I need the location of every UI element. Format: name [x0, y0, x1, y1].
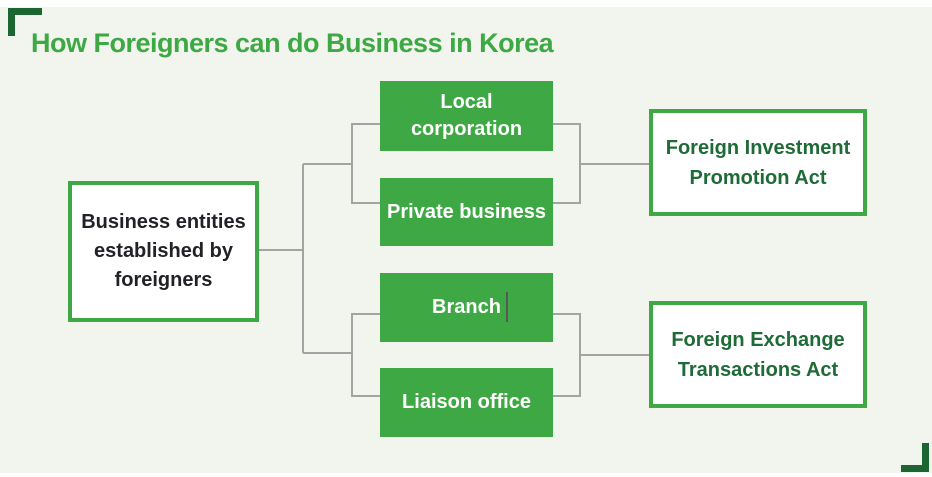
- text-cursor: [506, 292, 508, 322]
- corner-bracket-top-left-icon: [8, 8, 42, 36]
- page-title: How Foreigners can do Business in Korea: [31, 28, 554, 58]
- business-entities-box: Business entities established by foreign…: [68, 181, 259, 322]
- private-business-box: Private business: [380, 178, 553, 246]
- liaison-office-box: Liaison office: [380, 368, 553, 437]
- foreign-investment-promotion-act-box: Foreign Investment Promotion Act: [649, 109, 867, 216]
- local-corporation-box: Local corporation: [380, 81, 553, 151]
- corner-bracket-bottom-right-icon: [901, 443, 929, 472]
- foreign-exchange-transactions-act-box: Foreign Exchange Transactions Act: [649, 301, 867, 408]
- branch-box: Branch: [380, 273, 553, 342]
